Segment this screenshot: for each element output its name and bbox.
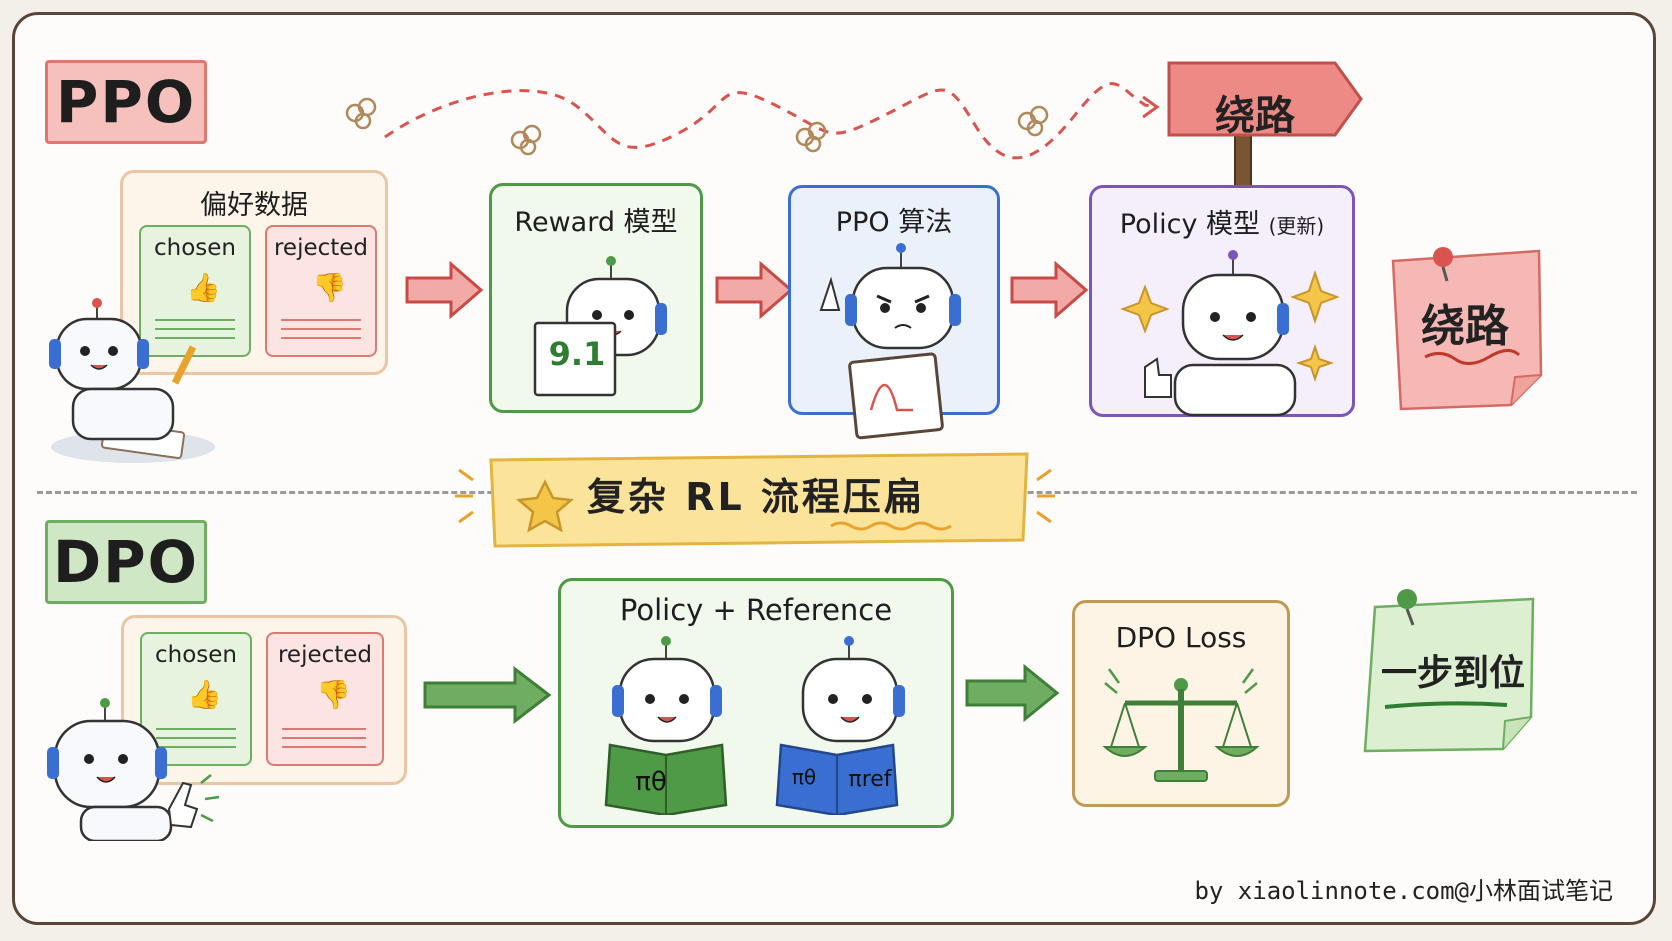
ppo-rejected-box: rejected 👎 — [265, 225, 377, 357]
policy-model-title-sub: (更新) — [1268, 214, 1325, 238]
ppo-arrow-2 — [715, 260, 794, 320]
dpo-rejected-label: rejected — [277, 642, 373, 668]
dpo-chosen-label: chosen — [154, 642, 237, 668]
signpost-icon — [1167, 61, 1363, 189]
policy-book-label: πθ — [635, 767, 667, 797]
ppo-rejected-label: rejected — [273, 235, 369, 261]
policy-model-title-main: Policy 模型 — [1119, 209, 1261, 240]
dpo-note-text: 一步到位 — [1380, 653, 1525, 694]
chosen-lines — [155, 319, 235, 321]
thumbs-down-icon: 👎 — [312, 271, 347, 304]
algorithm-robot-icon — [819, 243, 961, 440]
dpo-preference-card: chosen 👍 rejected 👎 — [121, 615, 407, 785]
thumbs-down-icon: 👎 — [316, 678, 351, 711]
ppo-preference-card: 偏好数据 chosen 👍 rejected 👎 — [120, 170, 388, 375]
dpo-rejected-box: rejected 👎 — [266, 632, 384, 766]
reference-book-label-b: πref — [848, 767, 892, 792]
policy-robot-reading-icon — [604, 636, 728, 815]
policy-robot-icon — [1120, 250, 1340, 417]
ppo-algorithm-title: PPO 算法 — [835, 207, 953, 238]
dpo-loss-title: DPO Loss — [1115, 621, 1247, 654]
dpo-sticky-note — [1363, 589, 1535, 753]
policy-model-title: Policy 模型 (更新) — [1092, 202, 1352, 241]
reference-robot-reading-icon — [775, 636, 905, 815]
credit-text: by xiaolinnote.com@小林面试笔记 — [1194, 877, 1613, 905]
banner-text: 复杂 RL 流程压扁 — [587, 474, 925, 519]
reward-score: 9.1 — [548, 335, 606, 373]
policy-reference-title: Policy + Reference — [619, 593, 893, 627]
reward-model-title: Reward 模型 — [514, 207, 678, 238]
signpost-label: 绕路 — [1215, 93, 1295, 139]
detour-dashed-path — [345, 82, 1160, 160]
chosen-lines — [156, 728, 236, 730]
banner-ribbon — [455, 452, 1055, 548]
dpo-arrow-2 — [965, 663, 1060, 723]
pointing-robot-icon — [47, 698, 220, 841]
dpo-tag: DPO — [45, 520, 207, 604]
rejected-lines — [282, 728, 366, 730]
ppo-preference-title: 偏好数据 — [200, 190, 308, 221]
thumbs-up-icon: 👍 — [186, 271, 221, 304]
dpo-chosen-box: chosen 👍 — [140, 632, 252, 766]
ppo-note-text: 绕路 — [1421, 301, 1509, 352]
ppo-chosen-label: chosen — [153, 235, 236, 261]
balance-scale-icon — [1102, 668, 1260, 782]
dpo-arrow-1 — [423, 665, 552, 725]
diagram-frame: PPO 绕路 偏好数据 chosen 👍 rejected 👎 — [12, 12, 1656, 925]
ppo-tag: PPO — [45, 60, 207, 144]
reference-book-label-a: πθ — [791, 765, 817, 789]
writing-robot-icon — [49, 298, 215, 463]
thumbs-up-icon: 👍 — [187, 678, 222, 711]
ppo-arrow-1 — [405, 260, 484, 320]
ppo-sticky-note — [1391, 247, 1543, 411]
ppo-arrow-3 — [1010, 260, 1089, 320]
ppo-chosen-box: chosen 👍 — [139, 225, 251, 357]
rejected-lines — [281, 319, 361, 321]
reward-robot-icon — [533, 256, 667, 397]
